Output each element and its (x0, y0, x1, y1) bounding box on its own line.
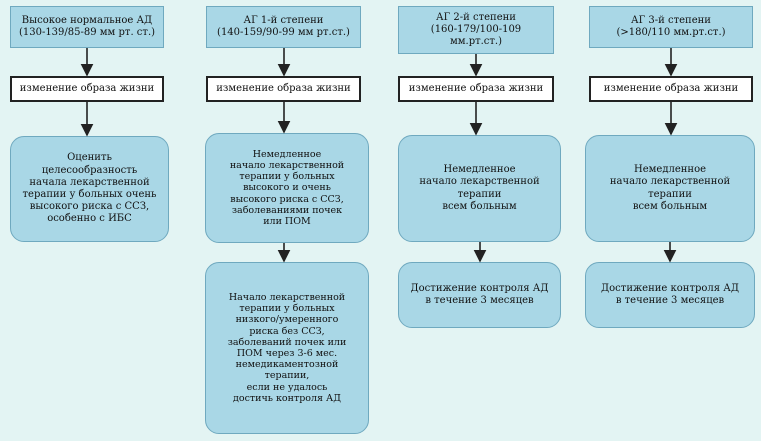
header-ag1: АГ 1-й степени (140-159/90-99 мм рт.ст.) (206, 6, 361, 48)
lifestyle-box-2: изменение образа жизни (206, 76, 361, 102)
step-assess-therapy: Оценить целесообразность начала лекарств… (10, 136, 169, 242)
header-ag2: АГ 2-й степени (160-179/100-109 мм.рт.ст… (398, 6, 554, 54)
lifestyle-box-3: изменение образа жизни (398, 76, 554, 102)
step-delayed-low-risk: Начало лекарственной терапии у больных н… (205, 262, 369, 434)
lifestyle-box-4: изменение образа жизни (589, 76, 753, 102)
header-high-normal: Высокое нормальное АД (130-139/85-89 мм … (10, 6, 164, 48)
lifestyle-box-1: изменение образа жизни (10, 76, 164, 102)
header-ag3: АГ 3-й степени (>180/110 мм.рт.ст.) (589, 6, 753, 48)
step-control-ag2: Достижение контроля АД в течение 3 месяц… (398, 262, 561, 328)
step-immediate-all-ag2: Немедленное начало лекарственной терапии… (398, 135, 561, 242)
step-immediate-high-risk: Немедленное начало лекарственной терапии… (205, 133, 369, 243)
step-immediate-all-ag3: Немедленное начало лекарственной терапии… (585, 135, 755, 242)
